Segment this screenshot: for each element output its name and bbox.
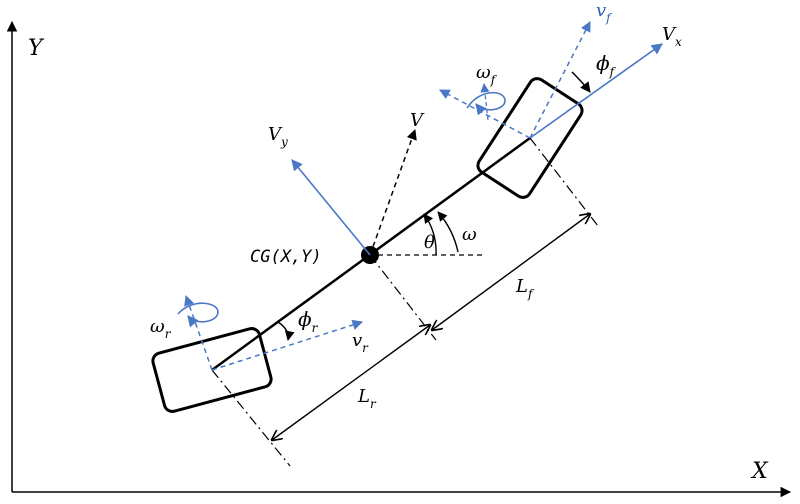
theta-arc <box>423 213 437 256</box>
rear-axle-extension <box>211 369 291 467</box>
rear-velocity-vr-label: vr <box>352 330 369 355</box>
rear-wheel <box>151 327 273 413</box>
lr-label: Lr <box>357 386 377 411</box>
theta-label: θ <box>424 232 435 253</box>
omega-arc <box>437 211 459 253</box>
phi-r-arc <box>277 321 295 341</box>
velocity-vy-arrow <box>291 159 371 256</box>
lf-label: Lf <box>515 276 535 301</box>
cg-label: CG(X,Y) <box>250 247 322 267</box>
rear-lateral-arrow <box>184 295 213 371</box>
lr-dimension-arrow <box>272 325 430 440</box>
phi-r-label: ϕr <box>298 307 319 335</box>
omega-r-label: ωr <box>150 316 172 341</box>
omega-label: ω <box>462 224 477 245</box>
lf-dimension-arrow <box>432 214 590 330</box>
phi-f-label: ϕf <box>596 51 617 79</box>
velocity-vy-label: Vy <box>268 124 288 149</box>
front-lateral-arrow <box>439 89 531 139</box>
velocity-v-label: V <box>410 110 425 131</box>
omega-r-rotation-icon <box>177 302 219 328</box>
front-velocity-vf-arrow <box>529 21 591 139</box>
axis-arrows <box>6 20 792 498</box>
velocity-v-arrow <box>369 129 417 256</box>
front-velocity-vf-label: vf <box>596 0 613 25</box>
front-wheel <box>476 77 584 199</box>
phi-f-arc <box>571 71 591 93</box>
front-axle-extension <box>529 137 599 227</box>
omega-f-axis <box>480 83 490 121</box>
x-axis-label: X <box>750 459 769 484</box>
velocity-vx-arrow <box>529 43 663 139</box>
omega-f-label: ωf <box>476 62 498 87</box>
y-axis-label: Y <box>28 36 45 61</box>
rear-velocity-vr-arrow <box>211 319 364 371</box>
omega-f-rotation-icon <box>466 91 506 116</box>
velocity-vx-label: Vx <box>662 24 682 49</box>
